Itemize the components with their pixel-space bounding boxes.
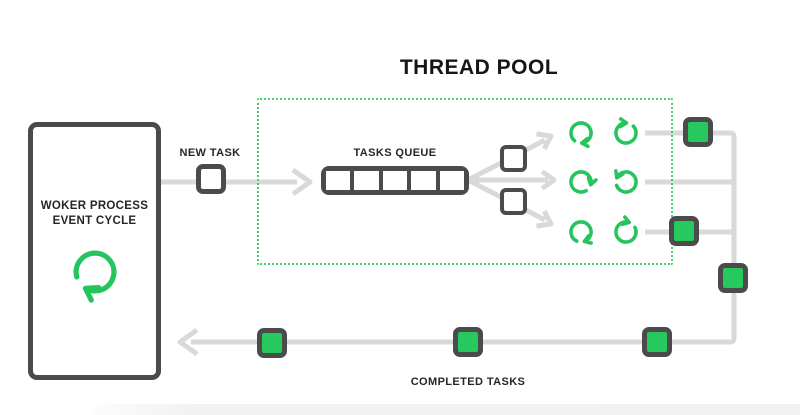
worker-process-label-line2: EVENT CYCLE [52, 215, 137, 227]
completed-task-square [718, 263, 748, 293]
thread-pool-title: THREAD POOL [399, 56, 559, 79]
tasks-queue [321, 166, 469, 195]
pending-task-square [500, 188, 527, 215]
tasks-queue-label: TASKS QUEUE [353, 147, 437, 159]
completed-task-square [453, 327, 483, 357]
completed-task-square [683, 117, 713, 147]
completed-task-square [257, 328, 287, 358]
bottom-page-edge [92, 404, 800, 415]
completed-tasks-label: COMPLETED TASKS [410, 376, 526, 388]
thread-cycle-icon [607, 213, 645, 251]
pending-task-square [500, 145, 527, 172]
queue-slot [435, 171, 465, 190]
worker-process-label: WOKER PROCESS EVENT CYCLE [33, 199, 156, 229]
completed-task-square [669, 216, 699, 246]
thread-cycle-icon [607, 114, 645, 152]
worker-process-label-line1: WOKER PROCESS [40, 200, 149, 212]
queue-slot [350, 171, 379, 190]
arrow-left-icon [177, 327, 199, 357]
new-task-label: NEW TASK [179, 147, 241, 159]
queue-slot [326, 171, 351, 190]
thread-cycle-icon [563, 164, 600, 201]
thread-pool-boundary [257, 98, 673, 265]
new-task-square [196, 164, 226, 194]
completed-task-square [642, 327, 672, 357]
queue-slot [378, 171, 408, 190]
queue-slot [407, 171, 436, 190]
